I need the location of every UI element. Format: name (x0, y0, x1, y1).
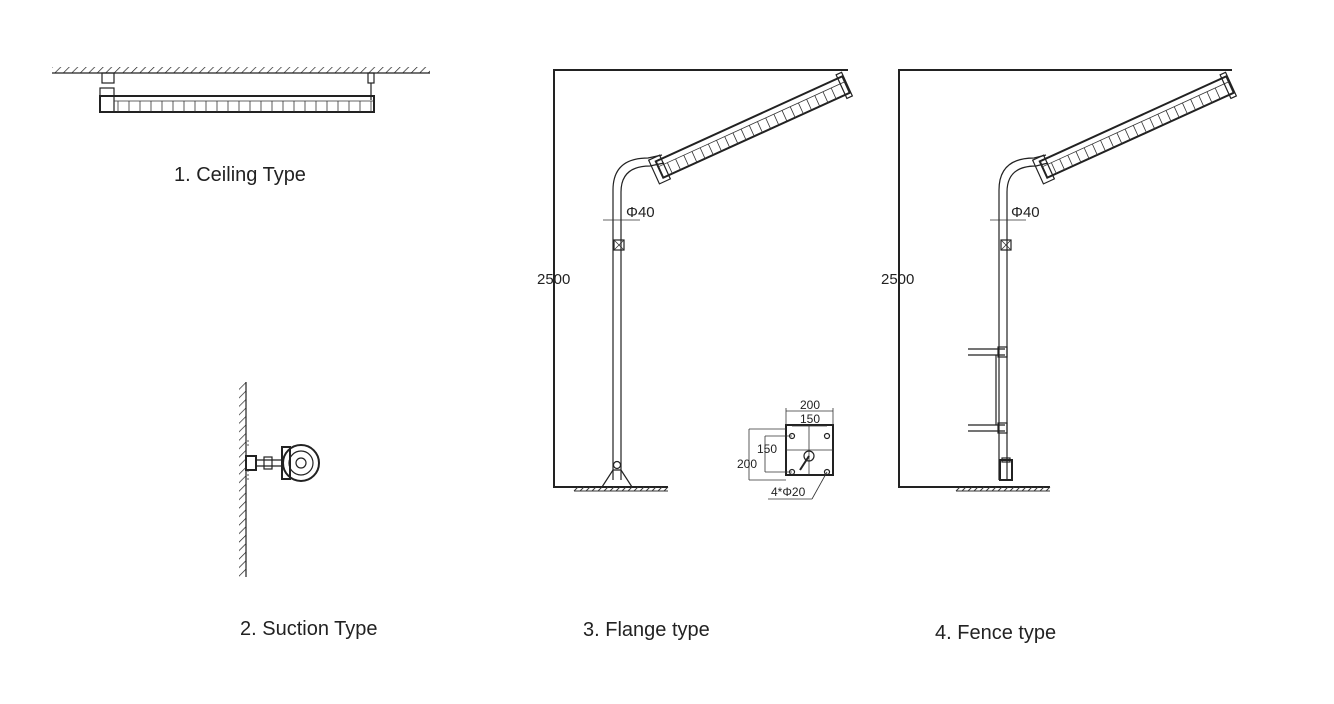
wall-hatch (239, 382, 246, 577)
fence-type-drawing: Φ40 2500 (881, 69, 1238, 492)
caption-ceiling-type: 1. Ceiling Type (174, 164, 306, 186)
flange-base-detail: 200 150 200 150 4*Φ20 (737, 398, 834, 500)
flange-fixture (647, 71, 854, 185)
ceiling-hatch (52, 67, 430, 73)
flange-pole (612, 154, 663, 480)
ground-hatch (573, 486, 669, 492)
fence-height-dimension: 2500 (881, 271, 914, 288)
caption-suction-type: 2. Suction Type (240, 618, 378, 640)
base-width-inner: 150 (800, 412, 820, 426)
suction-type-drawing (239, 382, 320, 577)
flange-height-dimension: 2500 (537, 271, 570, 288)
bolt-hole-spec: 4*Φ20 (771, 485, 806, 499)
flange-pole-diameter: Φ40 (626, 204, 655, 221)
caption-flange-type: 3. Flange type (583, 619, 710, 641)
base-height-outer: 200 (737, 457, 757, 471)
ceiling-type-drawing (52, 67, 430, 113)
ceiling-fixture-body (99, 95, 375, 113)
suction-fixture-outer (282, 444, 320, 482)
fence-pole-diameter: Φ40 (1011, 204, 1040, 221)
ceiling-fixture-ribs (117, 101, 372, 112)
fence-pole (998, 154, 1047, 480)
base-width-outer: 200 (800, 398, 820, 412)
flange-type-drawing: Φ40 2500 200 150 (537, 69, 854, 500)
caption-fence-type: 4. Fence type (935, 622, 1056, 644)
ground-hatch (955, 486, 1051, 492)
base-height-inner: 150 (757, 442, 777, 456)
fence-fixture (1031, 71, 1238, 185)
